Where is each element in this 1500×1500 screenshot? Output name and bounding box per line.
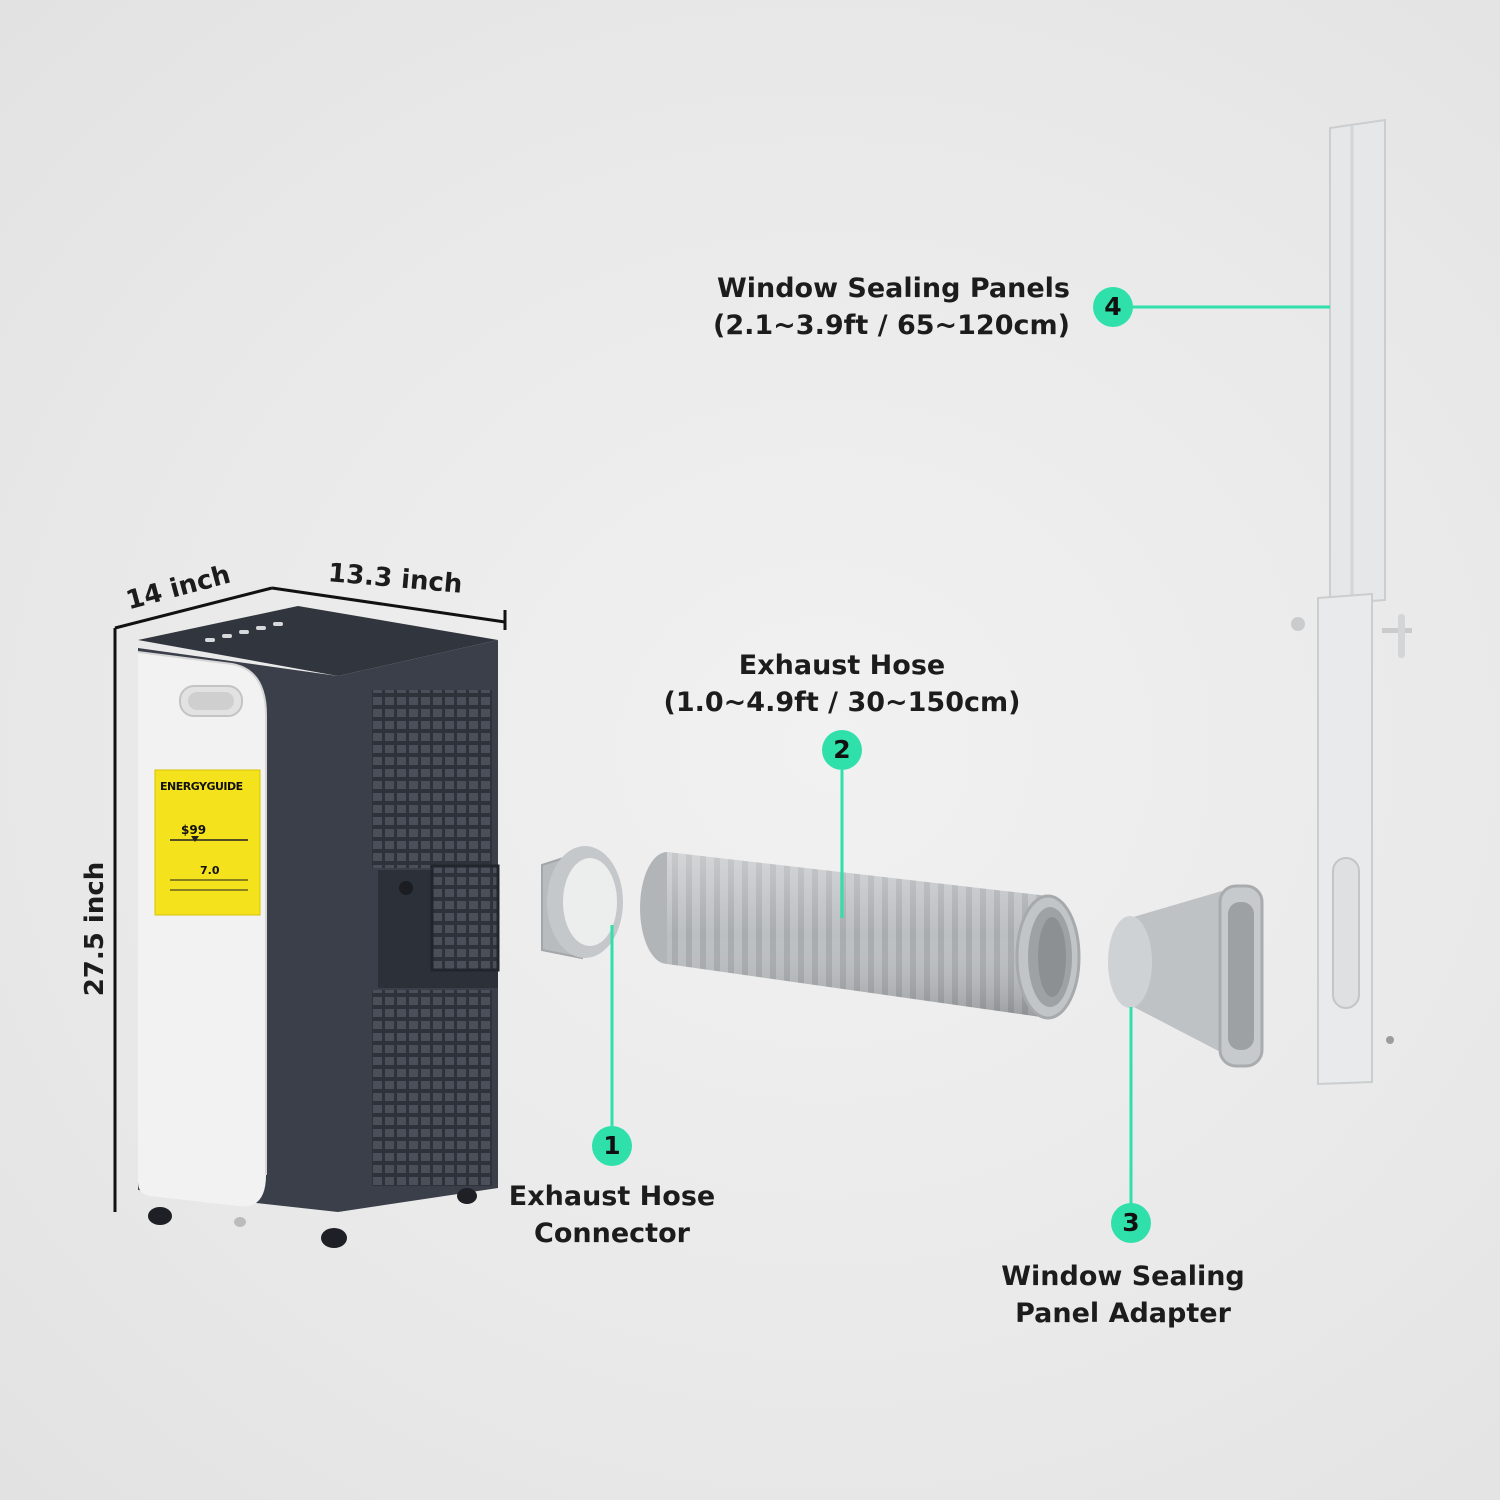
callout-2-badge: 2 <box>822 730 862 770</box>
exhaust-hose <box>640 852 1081 1020</box>
dimension-lines <box>113 586 507 1212</box>
callout-1-label: Exhaust Hose Connector <box>508 1181 716 1249</box>
energy-guide-brand: ENERGYGUIDE <box>160 780 243 793</box>
callout-3-label: Window Sealing Panel Adapter <box>1001 1261 1245 1329</box>
callout-1-badge: 1 <box>592 1126 632 1166</box>
energy-guide-label <box>154 769 261 916</box>
window-panel-adapter <box>1108 884 1264 1068</box>
exhaust-hose-connector <box>541 846 623 960</box>
energy-guide-rating: 7.0 <box>200 864 220 877</box>
window-sealing-panels <box>1291 118 1412 1086</box>
callout-3-badge: 3 <box>1111 1203 1151 1243</box>
callout-4-badge: 4 <box>1093 287 1133 327</box>
energy-guide-cost: $99 <box>181 823 207 837</box>
portable-ac-unit <box>137 606 500 1248</box>
dimension-height-label: 27.5 inch <box>80 861 110 997</box>
callout-2-label: Exhaust Hose (1.0~4.9ft / 30~150cm) <box>663 650 1021 718</box>
callout-leader-lines <box>610 305 1330 1204</box>
callout-4-label: Window Sealing Panels (2.1~3.9ft / 65~12… <box>713 273 1070 341</box>
